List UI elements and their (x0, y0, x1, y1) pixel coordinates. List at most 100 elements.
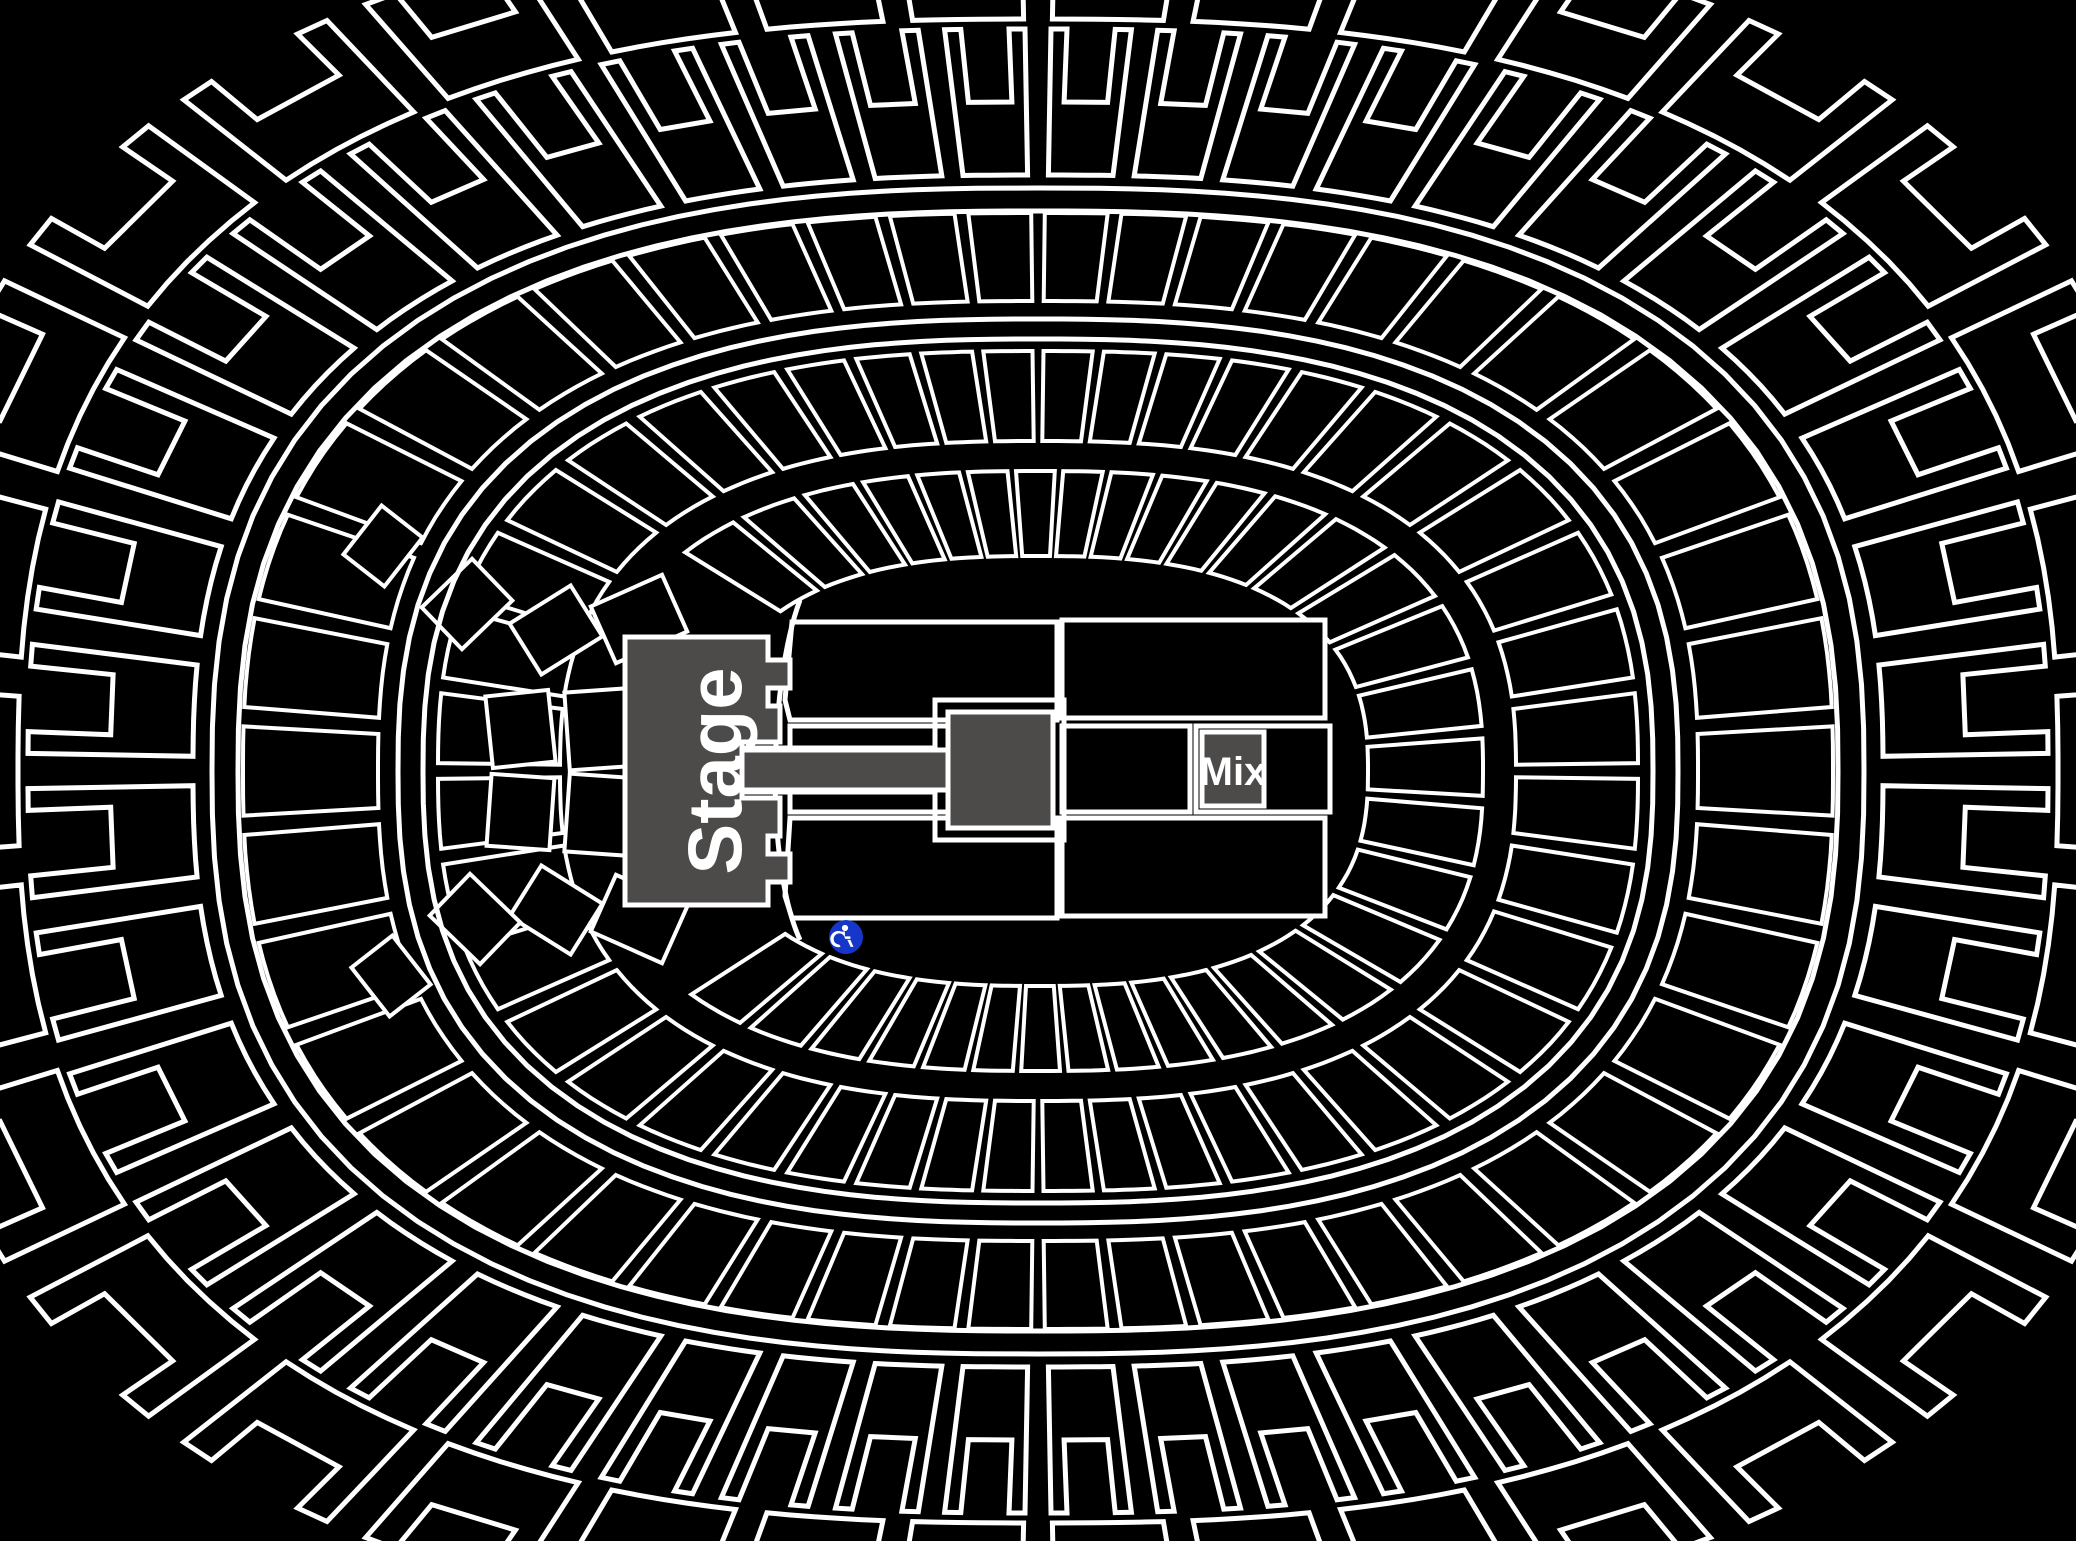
upper-bowl-section[interactable] (1546, 1070, 1720, 1195)
lower-bowl-section[interactable] (1053, 469, 1106, 559)
club-suite-section[interactable] (1187, 358, 1292, 458)
outer-plate-section[interactable] (551, 1487, 740, 1541)
outer-concourse-section[interactable] (1131, 1360, 1244, 1515)
outer-concourse-section[interactable] (346, 1271, 562, 1435)
outer-concourse-section[interactable] (597, 45, 764, 204)
club-suite-section[interactable] (1040, 349, 1095, 444)
inner-box-section[interactable] (418, 555, 516, 653)
outer-plate-section[interactable] (1817, 122, 2050, 310)
lower-bowl-section[interactable] (807, 968, 913, 1062)
upper-bowl-section[interactable] (966, 211, 1035, 304)
upper-bowl-section[interactable] (1659, 512, 1820, 631)
ring-upper-bowl[interactable] (241, 211, 1835, 1331)
outer-plate-section[interactable] (1947, 277, 2076, 475)
club-suite-section[interactable] (1136, 1092, 1223, 1190)
outer-concourse-section[interactable] (1851, 498, 2043, 639)
lower-bowl-section[interactable] (681, 520, 821, 614)
club-suite-section[interactable] (784, 358, 889, 458)
upper-bowl-section[interactable] (1470, 1129, 1638, 1248)
inner-box-section[interactable] (340, 502, 426, 590)
outer-plate-section[interactable] (0, 882, 49, 1067)
upper-bowl-section[interactable] (256, 512, 417, 631)
lower-bowl-section[interactable] (1205, 494, 1329, 588)
lower-bowl-section[interactable] (920, 981, 988, 1072)
lower-bowl-section[interactable] (1092, 981, 1162, 1072)
club-suite-section[interactable] (1136, 352, 1223, 450)
upper-bowl-section[interactable] (1546, 347, 1720, 472)
club-suite-section[interactable] (1300, 389, 1440, 494)
outer-plate-section[interactable] (1049, 1519, 1181, 1541)
club-suite-section[interactable] (1359, 421, 1512, 528)
lower-bowl-section[interactable] (914, 470, 984, 561)
outer-concourse-section[interactable] (471, 68, 665, 230)
club-suite-section[interactable] (1495, 606, 1636, 699)
outer-plate-section[interactable] (1493, 1440, 1715, 1541)
outer-concourse-section[interactable] (25, 783, 200, 901)
inner-box-section[interactable] (348, 932, 434, 1020)
outer-concourse-section[interactable] (1798, 366, 2010, 522)
ring-inner-boxes[interactable] (340, 502, 690, 1020)
upper-bowl-section[interactable] (1695, 724, 1835, 818)
floor-section[interactable] (1059, 815, 1328, 919)
outer-plate-section[interactable] (2027, 476, 2076, 660)
outer-concourse-section[interactable] (1717, 1124, 1944, 1288)
lower-bowl-section[interactable] (1124, 473, 1210, 565)
outer-plate-section[interactable] (0, 1067, 129, 1265)
outer-concourse-section[interactable] (832, 1360, 945, 1515)
lower-bowl-section[interactable] (1210, 952, 1336, 1047)
lower-bowl-section[interactable] (866, 977, 952, 1069)
club-suite-section[interactable] (853, 1092, 940, 1190)
club-suite-section[interactable] (1242, 369, 1366, 472)
outer-concourse-section[interactable] (1876, 783, 2051, 901)
outer-plate-section[interactable] (26, 1232, 259, 1420)
outer-plate-section[interactable] (1493, 0, 1715, 102)
outer-concourse-section[interactable] (132, 1124, 359, 1288)
upper-bowl-section[interactable] (1686, 615, 1834, 720)
lower-bowl-section[interactable] (859, 474, 948, 566)
outer-concourse-section[interactable] (1514, 107, 1730, 271)
outer-plate-section[interactable] (551, 0, 740, 55)
ring-club-suites[interactable] (435, 349, 1641, 1193)
outer-concourse-section[interactable] (1045, 26, 1135, 179)
floor-section[interactable] (782, 619, 1060, 723)
outer-concourse-section[interactable] (717, 1353, 857, 1509)
club-suite-section[interactable] (853, 352, 940, 450)
outer-concourse-section[interactable] (1619, 1209, 1848, 1375)
outer-plate-section[interactable] (361, 0, 583, 102)
inner-box-section[interactable] (483, 687, 558, 771)
upper-bowl-section[interactable] (242, 615, 390, 720)
outer-plate-section[interactable] (1190, 1510, 1348, 1541)
upper-bowl-section[interactable] (438, 1129, 606, 1248)
outer-plate-section[interactable] (1947, 1067, 2076, 1265)
club-suite-section[interactable] (636, 389, 776, 494)
club-suite-section[interactable] (1495, 843, 1636, 936)
lower-bowl-section[interactable] (970, 983, 1023, 1073)
club-suite-section[interactable] (1187, 1084, 1292, 1184)
upper-bowl-section[interactable] (1611, 996, 1783, 1122)
outer-concourse-section[interactable] (1411, 68, 1605, 230)
lower-bowl-section[interactable] (1335, 847, 1473, 932)
outer-concourse-section[interactable] (1717, 254, 1944, 418)
upper-bowl-section[interactable] (241, 724, 381, 818)
lower-bowl-section[interactable] (1365, 736, 1485, 799)
outer-plate-section[interactable] (26, 122, 259, 310)
outer-concourse-section[interactable] (941, 1363, 1031, 1516)
club-suite-section[interactable] (1040, 1098, 1095, 1193)
club-suite-section[interactable] (636, 1048, 776, 1153)
club-suite-section[interactable] (710, 1070, 834, 1173)
outer-concourse-section[interactable] (1876, 641, 2051, 759)
club-suite-section[interactable] (1087, 349, 1158, 445)
club-suite-section[interactable] (1416, 967, 1572, 1075)
club-suite-section[interactable] (981, 349, 1036, 444)
outer-plate-section[interactable] (179, 1358, 418, 1525)
outer-concourse-section[interactable] (1514, 1271, 1730, 1435)
club-suite-section[interactable] (981, 1098, 1036, 1193)
floor-section[interactable] (782, 815, 1060, 921)
ring-lower-bowl[interactable] (681, 469, 1485, 1073)
outer-concourse-section[interactable] (941, 26, 1031, 179)
club-suite-section[interactable] (1359, 1014, 1512, 1121)
outer-concourse-section[interactable] (33, 903, 225, 1044)
